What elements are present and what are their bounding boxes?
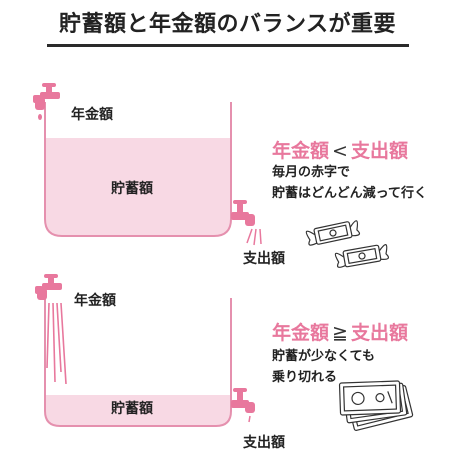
bottom-description-line: 貯蓄が少なくても — [272, 349, 375, 364]
flying-money-icon — [305, 220, 389, 268]
banknotes-icon — [338, 380, 414, 431]
top-description: 毎月の赤字で 貯蓄はどんどん減って行く — [272, 162, 427, 204]
top-outflow-label: 支出額 — [243, 251, 285, 267]
top-comparison-left: 年金額 — [272, 140, 330, 162]
top-comparison: 年金額<支出額 — [272, 136, 408, 163]
title-underline — [47, 44, 409, 47]
top-comparison-right: 支出額 — [350, 140, 408, 162]
top-tank — [44, 102, 232, 237]
top-description-line: 貯蓄はどんどん減って行く — [272, 186, 427, 201]
bottom-inflow-label: 年金額 — [74, 293, 116, 309]
page-title: 貯蓄額と年金額のバランスが重要 — [58, 12, 397, 37]
bottom-inflow-faucet-icon — [35, 274, 62, 300]
top-inflow-label: 年金額 — [71, 107, 113, 123]
bottom-comparison-operator: ≧ — [332, 322, 348, 344]
bottom-outflow-label: 支出額 — [243, 435, 285, 451]
top-comparison-operator: < — [332, 140, 348, 162]
bottom-comparison-right: 支出額 — [350, 322, 408, 344]
top-tank-label: 貯蓄額 — [111, 181, 153, 197]
bottom-tank-label: 貯蓄額 — [111, 401, 153, 417]
top-inflow-faucet-icon — [33, 83, 60, 120]
bottom-inflow-stream — [46, 302, 67, 385]
bottom-description: 貯蓄が少なくても 乗り切れる — [272, 346, 375, 388]
top-outflow-faucet-icon — [231, 200, 262, 246]
top-description-line: 毎月の赤字で — [272, 165, 351, 180]
bottom-comparison: 年金額≧支出額 — [272, 318, 408, 345]
bottom-description-line: 乗り切れる — [272, 370, 338, 385]
bottom-tank — [44, 298, 232, 427]
bottom-comparison-left: 年金額 — [272, 322, 330, 344]
bottom-outflow-faucet-icon — [231, 388, 255, 423]
